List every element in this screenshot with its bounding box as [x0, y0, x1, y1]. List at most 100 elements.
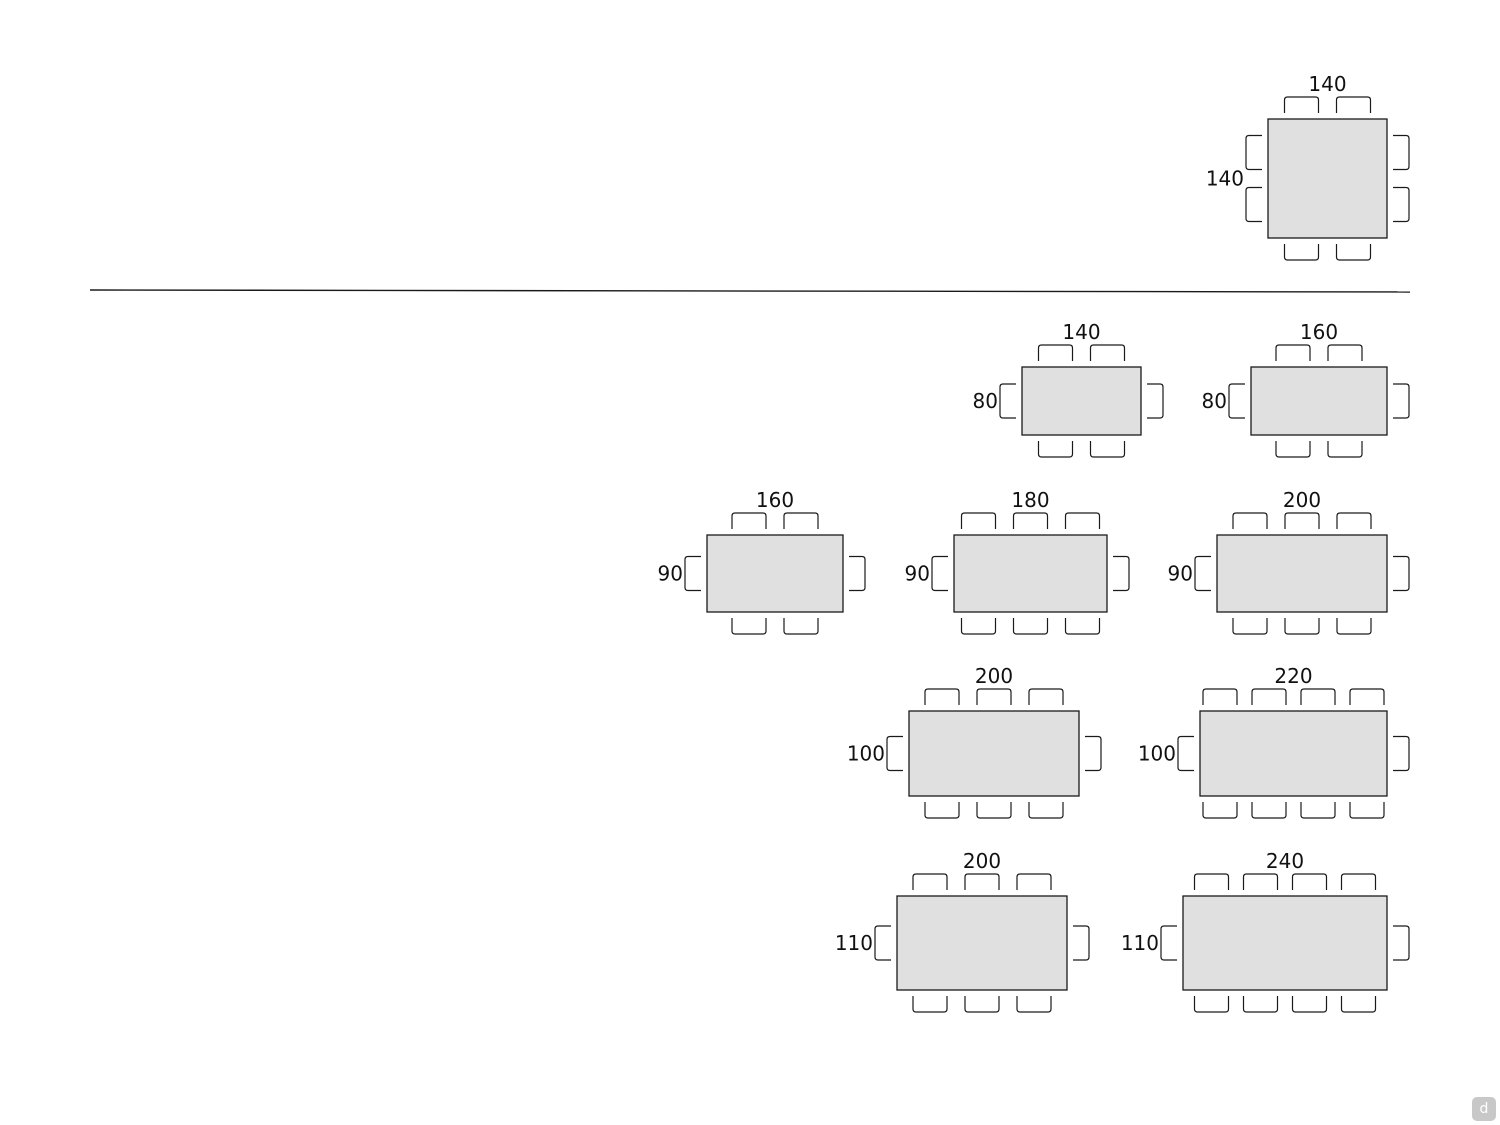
table-group: 200 90	[1168, 488, 1410, 635]
chair-bottom	[1300, 802, 1336, 819]
chair-bottom	[1336, 618, 1372, 635]
chair-top	[1028, 688, 1064, 705]
chair-bottom	[1283, 244, 1320, 261]
depth-label: 80	[973, 389, 998, 413]
table-group: 200 110	[835, 849, 1090, 1013]
depth-label: 100	[1138, 742, 1176, 766]
chair-bottom	[1349, 802, 1385, 819]
chair-bottom	[912, 996, 948, 1013]
depth-label: 90	[905, 562, 930, 586]
chair-top	[1193, 873, 1230, 890]
section-divider	[89, 289, 1411, 293]
width-label: 220	[1274, 664, 1312, 688]
chair-left	[1194, 555, 1211, 592]
depth-label: 110	[1121, 931, 1159, 955]
chair-bottom	[1335, 244, 1372, 261]
table-top	[908, 710, 1080, 797]
chair-bottom	[1089, 441, 1126, 458]
chair-left	[931, 555, 948, 592]
chair-top	[1327, 344, 1363, 361]
table-group: 180 90	[905, 488, 1130, 635]
chair-bottom	[1016, 996, 1052, 1013]
chair-bottom	[1284, 618, 1320, 635]
width-label: 160	[756, 488, 794, 512]
chair-top	[1064, 512, 1101, 529]
table-group: 160 80	[1202, 320, 1410, 458]
chair-right	[1393, 735, 1410, 772]
chair-bottom	[960, 618, 997, 635]
chair-bottom	[1037, 441, 1074, 458]
width-label: 180	[1011, 488, 1049, 512]
chair-right	[1113, 555, 1130, 592]
depth-label: 80	[1202, 389, 1227, 413]
chair-bottom	[1028, 802, 1064, 819]
chair-top	[1251, 688, 1287, 705]
chair-top	[1242, 873, 1279, 890]
chair-right	[1393, 925, 1410, 961]
width-label: 160	[1300, 320, 1338, 344]
table-top	[1267, 118, 1388, 239]
table-top	[1216, 534, 1388, 613]
chair-right	[1393, 555, 1410, 592]
chair-top	[1291, 873, 1328, 890]
chair-bottom	[924, 802, 960, 819]
table-top	[896, 895, 1068, 991]
chair-top	[731, 512, 767, 529]
depth-label: 140	[1206, 167, 1244, 191]
chair-top	[1340, 873, 1377, 890]
table-top	[1199, 710, 1388, 797]
depth-label: 110	[835, 931, 873, 955]
chair-left	[684, 555, 701, 592]
chair-bottom	[783, 618, 819, 635]
width-label: 200	[1283, 488, 1321, 512]
chair-top	[976, 688, 1012, 705]
chair-top	[1283, 96, 1320, 113]
chair-top	[1089, 344, 1126, 361]
chair-bottom	[976, 802, 1012, 819]
chair-bottom	[1275, 441, 1311, 458]
chair-top	[912, 873, 948, 890]
chair-top	[1202, 688, 1238, 705]
chair-top	[1037, 344, 1074, 361]
chair-right	[1393, 134, 1410, 171]
width-label: 140	[1308, 72, 1346, 96]
table-top	[1182, 895, 1388, 991]
chair-top	[1335, 96, 1372, 113]
width-label: 200	[975, 664, 1013, 688]
width-label: 200	[963, 849, 1001, 873]
chair-bottom	[1251, 802, 1287, 819]
chair-left	[1177, 735, 1194, 772]
chair-top	[1275, 344, 1311, 361]
tables-layer: 1401401408016080160901809020090200100220…	[658, 72, 1410, 1013]
table-group: 220 100	[1138, 664, 1410, 819]
chair-left	[886, 735, 903, 772]
depth-label: 90	[1168, 562, 1193, 586]
chair-bottom	[1340, 996, 1377, 1013]
table-top	[1250, 366, 1388, 436]
chair-bottom	[1012, 618, 1049, 635]
chair-top	[1300, 688, 1336, 705]
chair-right	[849, 555, 866, 592]
chair-top	[964, 873, 1000, 890]
chair-bottom	[731, 618, 767, 635]
chair-top	[924, 688, 960, 705]
chair-top	[783, 512, 819, 529]
d-logo-icon: d	[1472, 1097, 1496, 1121]
table-top	[953, 534, 1108, 613]
chair-top	[1012, 512, 1049, 529]
chair-bottom	[1064, 618, 1101, 635]
chair-top	[1016, 873, 1052, 890]
chair-right	[1147, 383, 1164, 419]
chair-left	[1245, 186, 1262, 223]
chair-bottom	[1327, 441, 1363, 458]
chair-top	[1284, 512, 1320, 529]
chair-top	[1336, 512, 1372, 529]
chair-right	[1393, 186, 1410, 223]
chair-left	[1245, 134, 1262, 171]
chair-bottom	[1232, 618, 1268, 635]
chair-right	[1393, 383, 1410, 419]
